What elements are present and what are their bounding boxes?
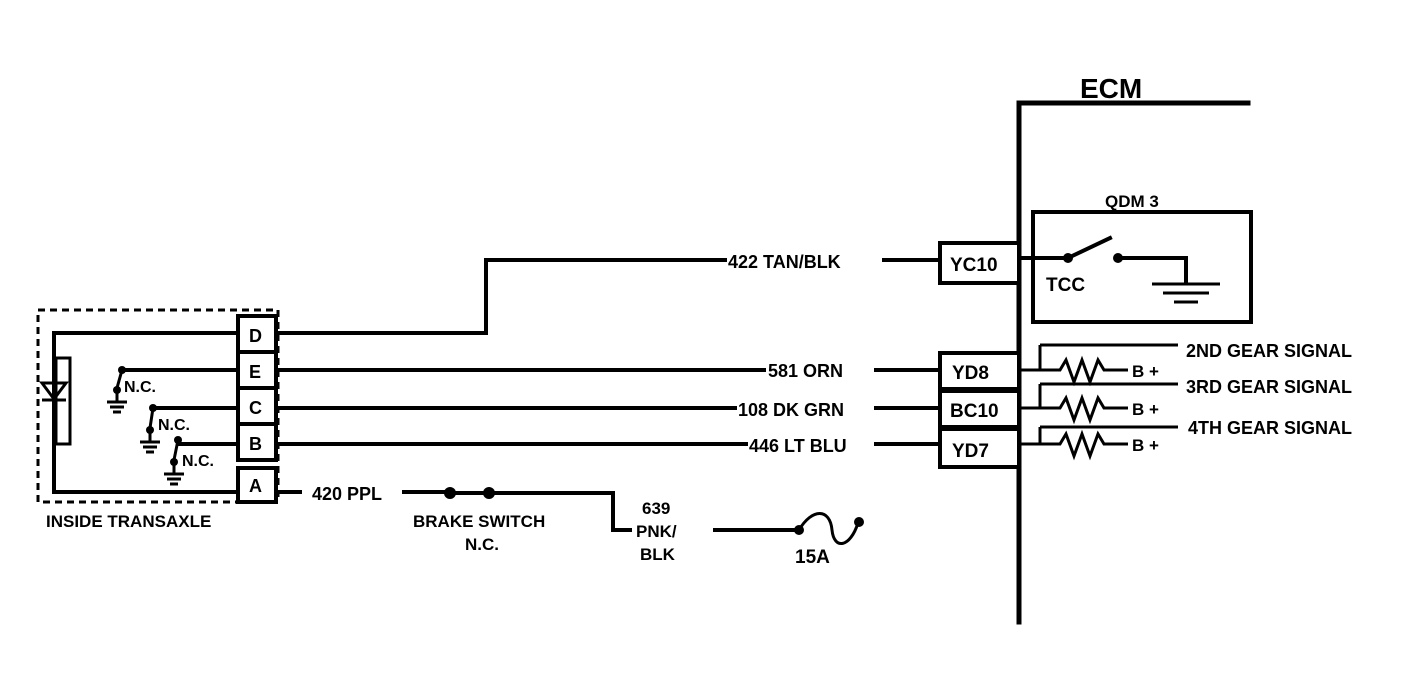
ecm-pin-yc10-label: YC10 <box>950 255 998 276</box>
tcc-solenoid-symbol <box>39 331 240 494</box>
ecm-pin-yd7-label: YD7 <box>952 441 989 462</box>
pin-E: E <box>236 350 278 390</box>
fuse-15a: 15A <box>794 512 864 568</box>
brake-switch-label-1: BRAKE SWITCH <box>413 512 545 531</box>
wire-639-label-1: 639 <box>642 499 670 518</box>
wire-581: 581 ORN <box>274 361 942 381</box>
inside-transaxle-label: INSIDE TRANSAXLE <box>46 512 211 531</box>
pressure-switch-c: N.C. <box>140 404 240 454</box>
bplus-2: B + <box>1132 400 1159 419</box>
pressure-switch-b: N.C. <box>164 436 240 486</box>
pin-E-label: E <box>249 362 261 382</box>
ecm-pin-yd8-label: YD8 <box>952 363 989 384</box>
bplus-3: B + <box>1132 436 1159 455</box>
pin-D: D <box>236 314 278 354</box>
fuse-label: 15A <box>795 547 830 568</box>
wire-581-label: 581 ORN <box>768 361 843 381</box>
bplus-1: B + <box>1132 362 1159 381</box>
wire-422-label: 422 TAN/BLK <box>728 252 841 272</box>
gear-signal-circuits: B + 2ND GEAR SIGNAL B + 3RD GEAR SIGNAL … <box>1019 341 1352 461</box>
brake-switch-label-2: N.C. <box>465 535 499 554</box>
pin-B: B <box>236 422 278 462</box>
wire-639: 639 PNK/ BLK <box>487 491 799 564</box>
wire-422: 422 TAN/BLK <box>274 252 942 335</box>
wire-446-label: 446 LT BLU <box>749 436 847 456</box>
ecm-pin-yc10: YC10 <box>938 241 1021 285</box>
signal-3rd-gear: 3RD GEAR SIGNAL <box>1186 377 1352 397</box>
pin-C-label: C <box>249 398 262 418</box>
qdm3-box: QDM 3 TCC <box>1017 192 1253 324</box>
wire-108: 108 DK GRN <box>274 400 942 420</box>
nc-label-2: N.C. <box>158 417 190 434</box>
wire-420: 420 PPL <box>274 484 450 504</box>
wire-639-label-3: BLK <box>640 545 676 564</box>
ecm-title: ECM <box>1080 73 1142 104</box>
pressure-switch-e: N.C. <box>107 366 240 414</box>
pin-A-label: A <box>249 476 262 496</box>
pin-A: A <box>236 466 278 504</box>
tcc-switch-label: TCC <box>1046 275 1085 296</box>
nc-label-1: N.C. <box>124 379 156 396</box>
transaxle-assembly: INSIDE TRANSAXLE D E C B A <box>36 308 280 531</box>
qdm3-title: QDM 3 <box>1105 192 1159 211</box>
pin-C: C <box>236 386 278 426</box>
wire-108-label: 108 DK GRN <box>738 400 844 420</box>
brake-switch: BRAKE SWITCH N.C. <box>413 487 545 554</box>
signal-2nd-gear: 2ND GEAR SIGNAL <box>1186 341 1352 361</box>
pin-B-label: B <box>249 434 262 454</box>
ecm-pin-bc10-label: BC10 <box>950 401 999 422</box>
ecm-pin-yd8: YD8 <box>938 351 1021 391</box>
ecm-pin-yd7: YD7 <box>938 427 1021 469</box>
nc-label-3: N.C. <box>182 453 214 470</box>
wire-420-label: 420 PPL <box>312 484 382 504</box>
signal-4th-gear: 4TH GEAR SIGNAL <box>1188 418 1352 438</box>
pin-D-label: D <box>249 326 262 346</box>
wire-446: 446 LT BLU <box>274 436 942 456</box>
ecm-pin-bc10: BC10 <box>938 389 1021 429</box>
wire-639-label-2: PNK/ <box>636 522 677 541</box>
ecm-module: ECM <box>1016 73 1251 625</box>
